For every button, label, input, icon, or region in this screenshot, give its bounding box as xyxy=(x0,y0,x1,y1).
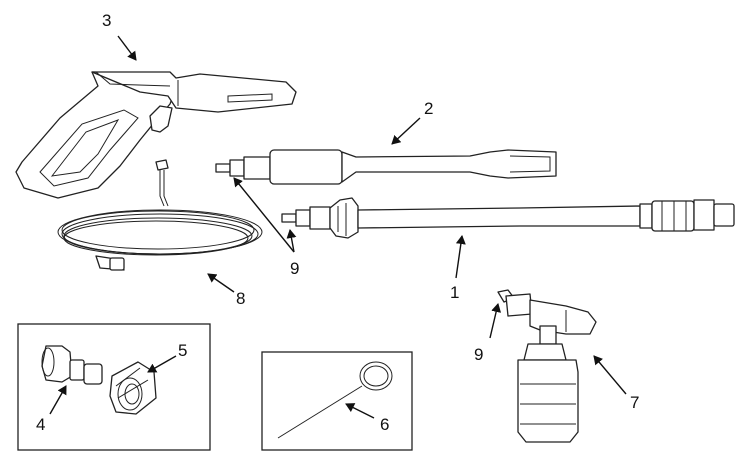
leader-arrow-9a xyxy=(233,177,295,253)
leader-arrow-5 xyxy=(147,355,177,373)
leader-arrow-9b xyxy=(286,229,297,253)
leader-arrow-1 xyxy=(455,235,466,279)
leader-arrow-4 xyxy=(49,385,67,415)
leader-arrow-9c xyxy=(489,303,502,339)
quick-connect-plug-icon xyxy=(41,345,103,385)
leader-arrow-8 xyxy=(207,273,235,293)
callout-1: 1 xyxy=(450,283,459,302)
leader-arrow-7 xyxy=(593,355,627,395)
callout-8: 8 xyxy=(236,289,245,308)
callout-9-bottle: 9 xyxy=(474,345,483,364)
leader-arrow-6 xyxy=(345,403,375,419)
parts-box-6 xyxy=(261,351,413,451)
callout-5: 5 xyxy=(178,341,187,360)
leader-arrow-2 xyxy=(391,117,421,145)
callout-6: 6 xyxy=(380,415,389,434)
spray-gun-icon xyxy=(15,71,297,199)
quick-connect-coupler-icon xyxy=(109,361,157,415)
callout-9-lance: 9 xyxy=(290,259,299,278)
callout-3: 3 xyxy=(102,11,111,30)
callout-2: 2 xyxy=(424,99,433,118)
hose-icon xyxy=(57,159,263,271)
foam-bottle-icon xyxy=(497,289,597,443)
lance-wand-icon xyxy=(281,197,735,239)
callout-4: 4 xyxy=(36,415,45,434)
nozzle-cleaning-tool-icon xyxy=(277,361,393,439)
callout-7: 7 xyxy=(630,393,639,412)
leader-arrow-3 xyxy=(117,35,137,61)
parts-box-4-5 xyxy=(17,323,211,451)
lance-extension-icon xyxy=(215,149,557,185)
